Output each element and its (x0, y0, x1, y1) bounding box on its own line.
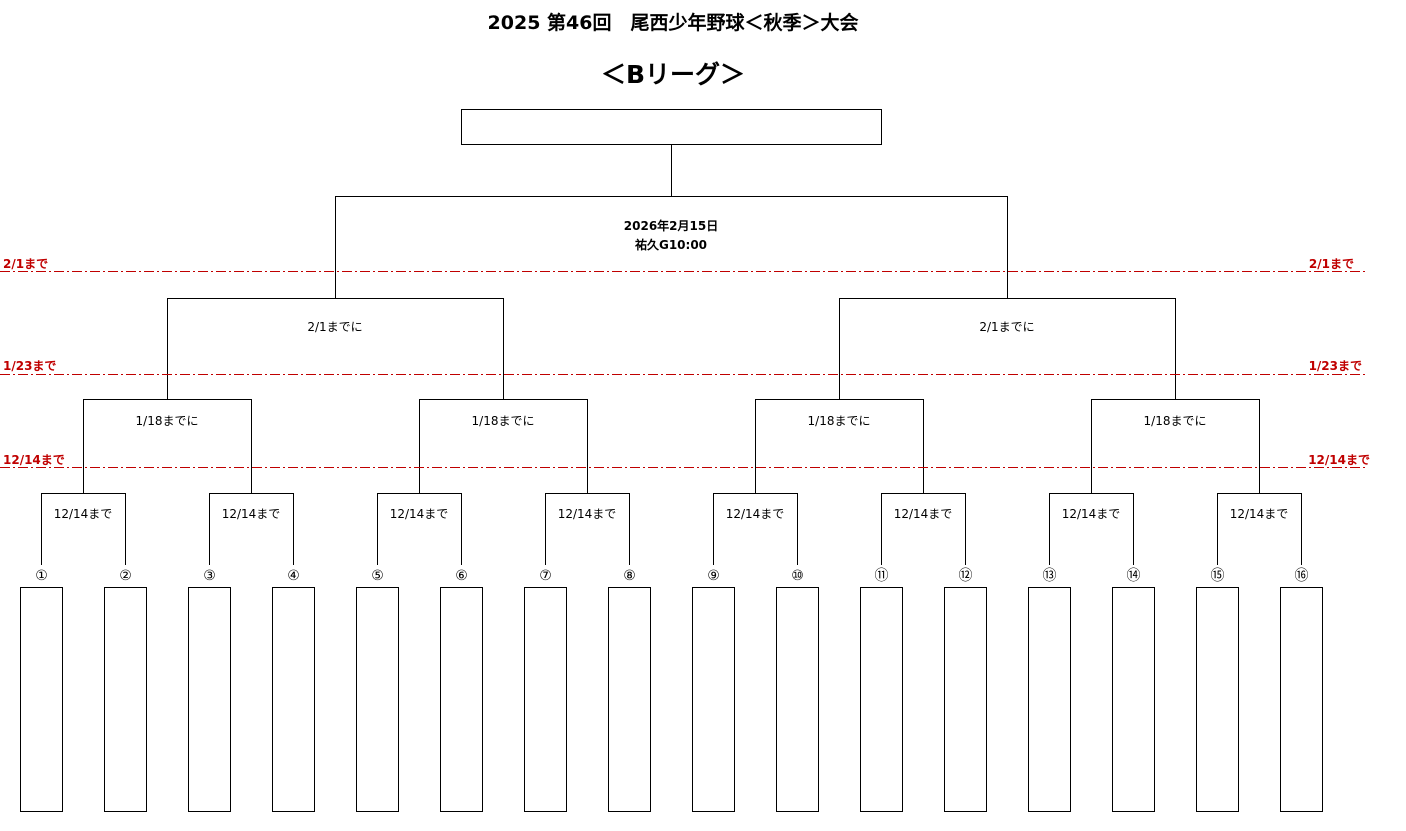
first-round-bracket-2 (209, 493, 294, 565)
team-box-16 (1280, 587, 1323, 812)
league-title: ＜Bリーグ＞ (600, 60, 746, 89)
seed-number-2: ② (119, 568, 132, 584)
deadline-label-right-2: 1/23まで (1309, 359, 1362, 373)
first-round-label-6: 12/14まで (894, 507, 953, 521)
first-round-label-2: 12/14まで (222, 507, 281, 521)
team-box-10 (776, 587, 819, 812)
seed-number-10: ⑩ (791, 568, 804, 584)
team-slots: ① ② ③ ④ ⑤ ⑥ ⑦ ⑧ ⑨ ⑩ ⑪ ⑫ ⑬ ⑭ ⑮ ⑯ (20, 568, 1323, 812)
first-round-bracket-6 (881, 493, 966, 565)
seed-number-5: ⑤ (371, 568, 384, 584)
quarterfinal-bracket-3 (755, 399, 924, 493)
seed-number-9: ⑨ (707, 568, 720, 584)
first-round-bracket-3 (377, 493, 462, 565)
team-box-5 (356, 587, 399, 812)
seed-number-1: ① (35, 568, 48, 584)
final-venue: 祐久G10:00 (635, 237, 707, 252)
seed-number-7: ⑦ (539, 568, 552, 584)
first-round-label-7: 12/14まで (1062, 507, 1121, 521)
team-box-3 (188, 587, 231, 812)
quarterfinal-label-1: 1/18までに (136, 414, 199, 428)
seed-number-8: ⑧ (623, 568, 636, 584)
quarterfinal-label-3: 1/18までに (808, 414, 871, 428)
first-round-bracket-5 (713, 493, 798, 565)
team-box-11 (860, 587, 903, 812)
seed-number-11: ⑪ (875, 568, 889, 584)
semifinal-label-2: 2/1までに (979, 320, 1034, 334)
seed-number-15: ⑮ (1211, 568, 1225, 584)
deadline-label-right-3: 12/14まで (1308, 453, 1370, 467)
first-round-label-5: 12/14まで (726, 507, 785, 521)
semifinal-bracket-1 (167, 298, 504, 399)
team-box-14 (1112, 587, 1155, 812)
first-round-label-8: 12/14まで (1230, 507, 1289, 521)
seed-number-12: ⑫ (959, 568, 973, 584)
deadline-label-left-1: 2/1まで (3, 257, 48, 271)
quarterfinal-bracket-2 (419, 399, 588, 493)
seed-number-13: ⑬ (1043, 568, 1057, 584)
team-box-2 (104, 587, 147, 812)
semifinal-label-1: 2/1までに (307, 320, 362, 334)
team-box-8 (608, 587, 651, 812)
first-round-bracket-8 (1217, 493, 1302, 565)
first-round-label-4: 12/14まで (558, 507, 617, 521)
final-date: 2026年2月15日 (624, 218, 718, 233)
final-bracket (335, 196, 1008, 298)
team-box-6 (440, 587, 483, 812)
team-box-12 (944, 587, 987, 812)
team-box-9 (692, 587, 735, 812)
first-round-label-3: 12/14まで (390, 507, 449, 521)
first-round-bracket-7 (1049, 493, 1134, 565)
team-box-13 (1028, 587, 1071, 812)
quarterfinal-label-2: 1/18までに (472, 414, 535, 428)
first-round-bracket-1 (41, 493, 126, 565)
first-round-bracket-4 (545, 493, 630, 565)
seed-number-14: ⑭ (1127, 568, 1141, 584)
seed-number-4: ④ (287, 568, 300, 584)
seed-number-3: ③ (203, 568, 216, 584)
quarterfinal-bracket-4 (1091, 399, 1260, 493)
team-box-15 (1196, 587, 1239, 812)
team-box-4 (272, 587, 315, 812)
champion-box (461, 109, 882, 145)
deadline-label-right-1: 2/1まで (1309, 257, 1354, 271)
deadline-label-left-2: 1/23まで (3, 359, 56, 373)
seed-number-16: ⑯ (1295, 568, 1309, 584)
deadline-label-left-3: 12/14まで (3, 453, 65, 467)
team-box-1 (20, 587, 63, 812)
team-box-7 (524, 587, 567, 812)
quarterfinal-label-4: 1/18までに (1144, 414, 1207, 428)
quarterfinal-bracket-1 (83, 399, 252, 493)
seed-number-6: ⑥ (455, 568, 468, 584)
first-round-label-1: 12/14まで (54, 507, 113, 521)
tournament-title: 2025 第46回 尾西少年野球＜秋季＞大会 (487, 12, 859, 34)
semifinal-bracket-2 (839, 298, 1176, 399)
